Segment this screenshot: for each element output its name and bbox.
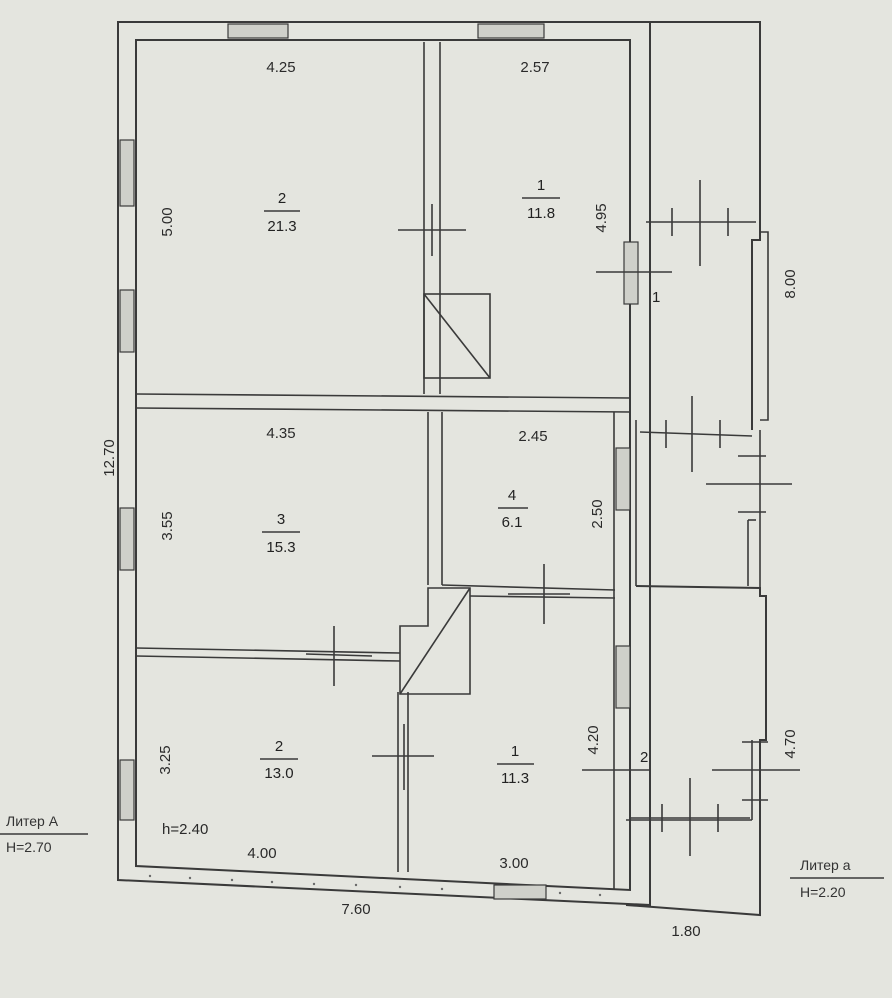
legend-main: Литер А H=2.70 (0, 813, 88, 855)
dim-height: 2.50 (589, 499, 606, 528)
legend-annex: Литер а H=2.20 (790, 857, 884, 900)
door-marks (305, 204, 672, 790)
legend-annex-height: H=2.20 (800, 884, 846, 900)
room-number: 2 (275, 738, 283, 755)
interior-walls (135, 42, 631, 890)
room-area: 11.3 (501, 770, 529, 787)
room-number: 2 (278, 190, 286, 207)
staircase-upper (423, 293, 491, 379)
room-area: 13.0 (264, 765, 293, 782)
room-number: 4 (508, 487, 516, 504)
room-upper-big: 2 21.3 4.25 5.00 (159, 59, 300, 237)
room-area: 11.8 (527, 205, 555, 222)
ceiling-height: h=2.40 (162, 821, 208, 838)
room-area: 15.3 (266, 539, 295, 556)
room-low-right: 1 11.3 3.00 4.20 (497, 725, 602, 872)
dim-width: 3.00 (499, 855, 528, 872)
annex-dim-length: 4.70 (782, 729, 799, 758)
room-upper-right: 1 11.8 2.57 4.95 (520, 59, 610, 233)
room-number: 3 (277, 511, 285, 528)
dim-width: 2.57 (520, 59, 549, 76)
dim-height: 5.00 (159, 207, 176, 236)
dim-width: 4.35 (266, 425, 295, 442)
overall-height: 12.70 (101, 439, 118, 477)
dim-width: 2.45 (518, 428, 547, 445)
room-mid-right: 4 6.1 2.45 2.50 (498, 428, 606, 531)
legend-annex-name: Литер а (800, 857, 851, 873)
room-area: 21.3 (267, 218, 296, 235)
legend-main-name: Литер А (6, 813, 59, 829)
dim-width: 4.00 (247, 845, 276, 862)
dim-height: 3.25 (157, 745, 174, 774)
legend-main-height: H=2.70 (6, 839, 52, 855)
room-low-left: 2 13.0 4.00 3.25 h=2.40 (157, 738, 298, 862)
room-mid-left: 3 15.3 4.35 3.55 (159, 425, 300, 556)
windows (119, 23, 639, 900)
overall-width: 7.60 (341, 901, 370, 918)
annex-outline (625, 21, 800, 917)
annex-width: 1.80 (671, 923, 700, 940)
annex-lower: 2 4.70 (640, 729, 799, 766)
room-number: 1 (537, 177, 545, 194)
dim-width: 4.25 (266, 59, 295, 76)
main-building-outline (117, 21, 651, 907)
dim-height: 4.95 (593, 203, 610, 232)
staircase-lower (399, 587, 471, 695)
dim-height: 4.20 (585, 725, 602, 754)
annex-dim-length: 8.00 (782, 269, 799, 298)
annex-upper: 1 8.00 (652, 269, 799, 306)
annex-room-number: 2 (640, 749, 648, 766)
room-number: 1 (511, 743, 519, 760)
room-area: 6.1 (502, 514, 523, 531)
dim-height: 3.55 (159, 511, 176, 540)
annex-room-number: 1 (652, 289, 660, 306)
